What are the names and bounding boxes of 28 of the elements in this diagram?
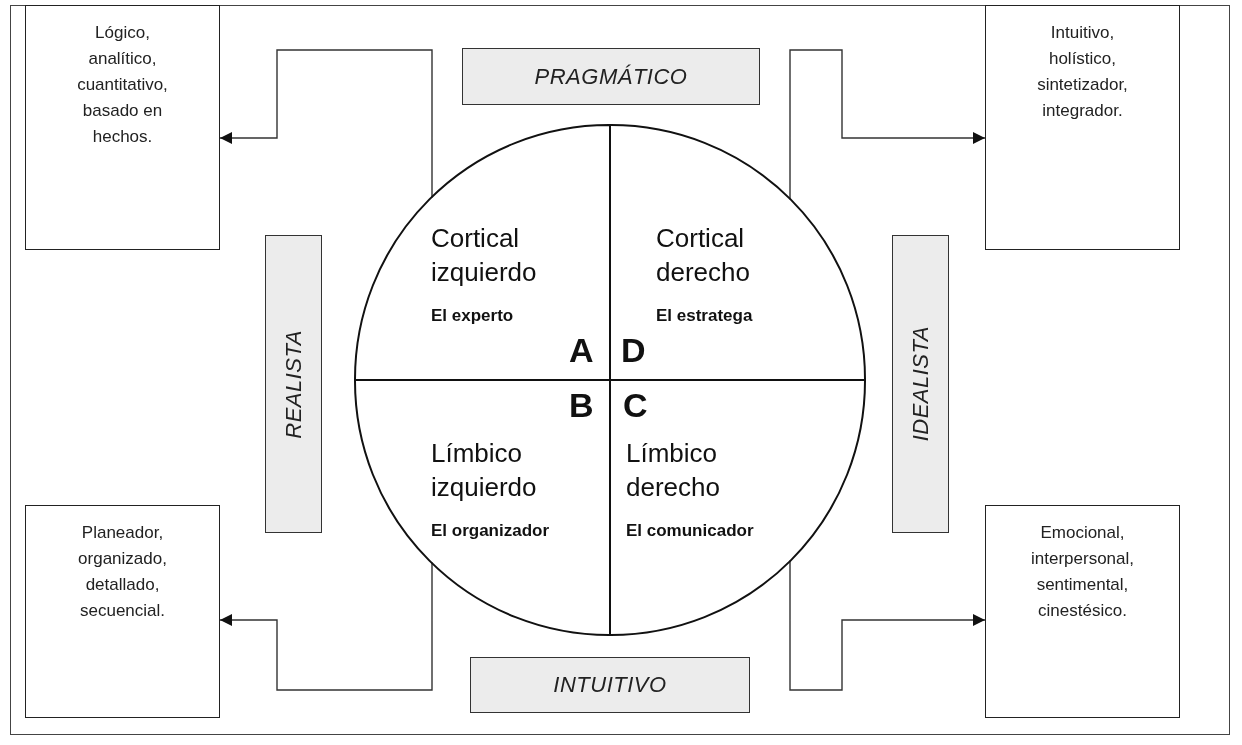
description-text: Intuitivo, holístico, sintetizador, integrador. xyxy=(1036,22,1129,122)
description-text: Emocional, interpersonal, sentimental, cinestésico. xyxy=(1030,522,1135,622)
brain-quadrant xyxy=(609,124,866,381)
category-band: PRAGMÁTICO xyxy=(462,48,760,105)
quadrant-title: Límbico derecho xyxy=(626,437,721,504)
category-band: IDEALISTA xyxy=(892,235,949,533)
quadrant-letter: D xyxy=(621,331,646,370)
description-text: Lógico, analítico, cuantitativo, basado en hechos. xyxy=(76,22,169,148)
quadrant-letter: A xyxy=(569,331,594,370)
description-box xyxy=(25,505,220,718)
description-box xyxy=(25,5,220,250)
quadrant-title: Límbico izquierdo xyxy=(431,437,538,504)
quadrant-role: El experto xyxy=(431,306,514,326)
quadrant-title: Cortical izquierdo xyxy=(431,222,538,289)
quadrant-role: El comunicador xyxy=(626,521,754,541)
quadrant-role: El organizador xyxy=(431,521,550,541)
description-box xyxy=(985,5,1180,250)
description-text: Planeador, organizado, detallado, secuencial. xyxy=(77,522,168,622)
brain-quadrant xyxy=(609,379,866,636)
category-band: REALISTA xyxy=(265,235,322,533)
category-band: INTUITIVO xyxy=(470,657,750,713)
quadrant-letter: C xyxy=(623,386,648,425)
brain-quadrant xyxy=(354,379,611,636)
description-box xyxy=(985,505,1180,718)
quadrant-letter: B xyxy=(569,386,594,425)
brain-quadrant xyxy=(354,124,611,381)
quadrant-role: El estratega xyxy=(656,306,753,326)
quadrant-title: Cortical derecho xyxy=(656,222,751,289)
